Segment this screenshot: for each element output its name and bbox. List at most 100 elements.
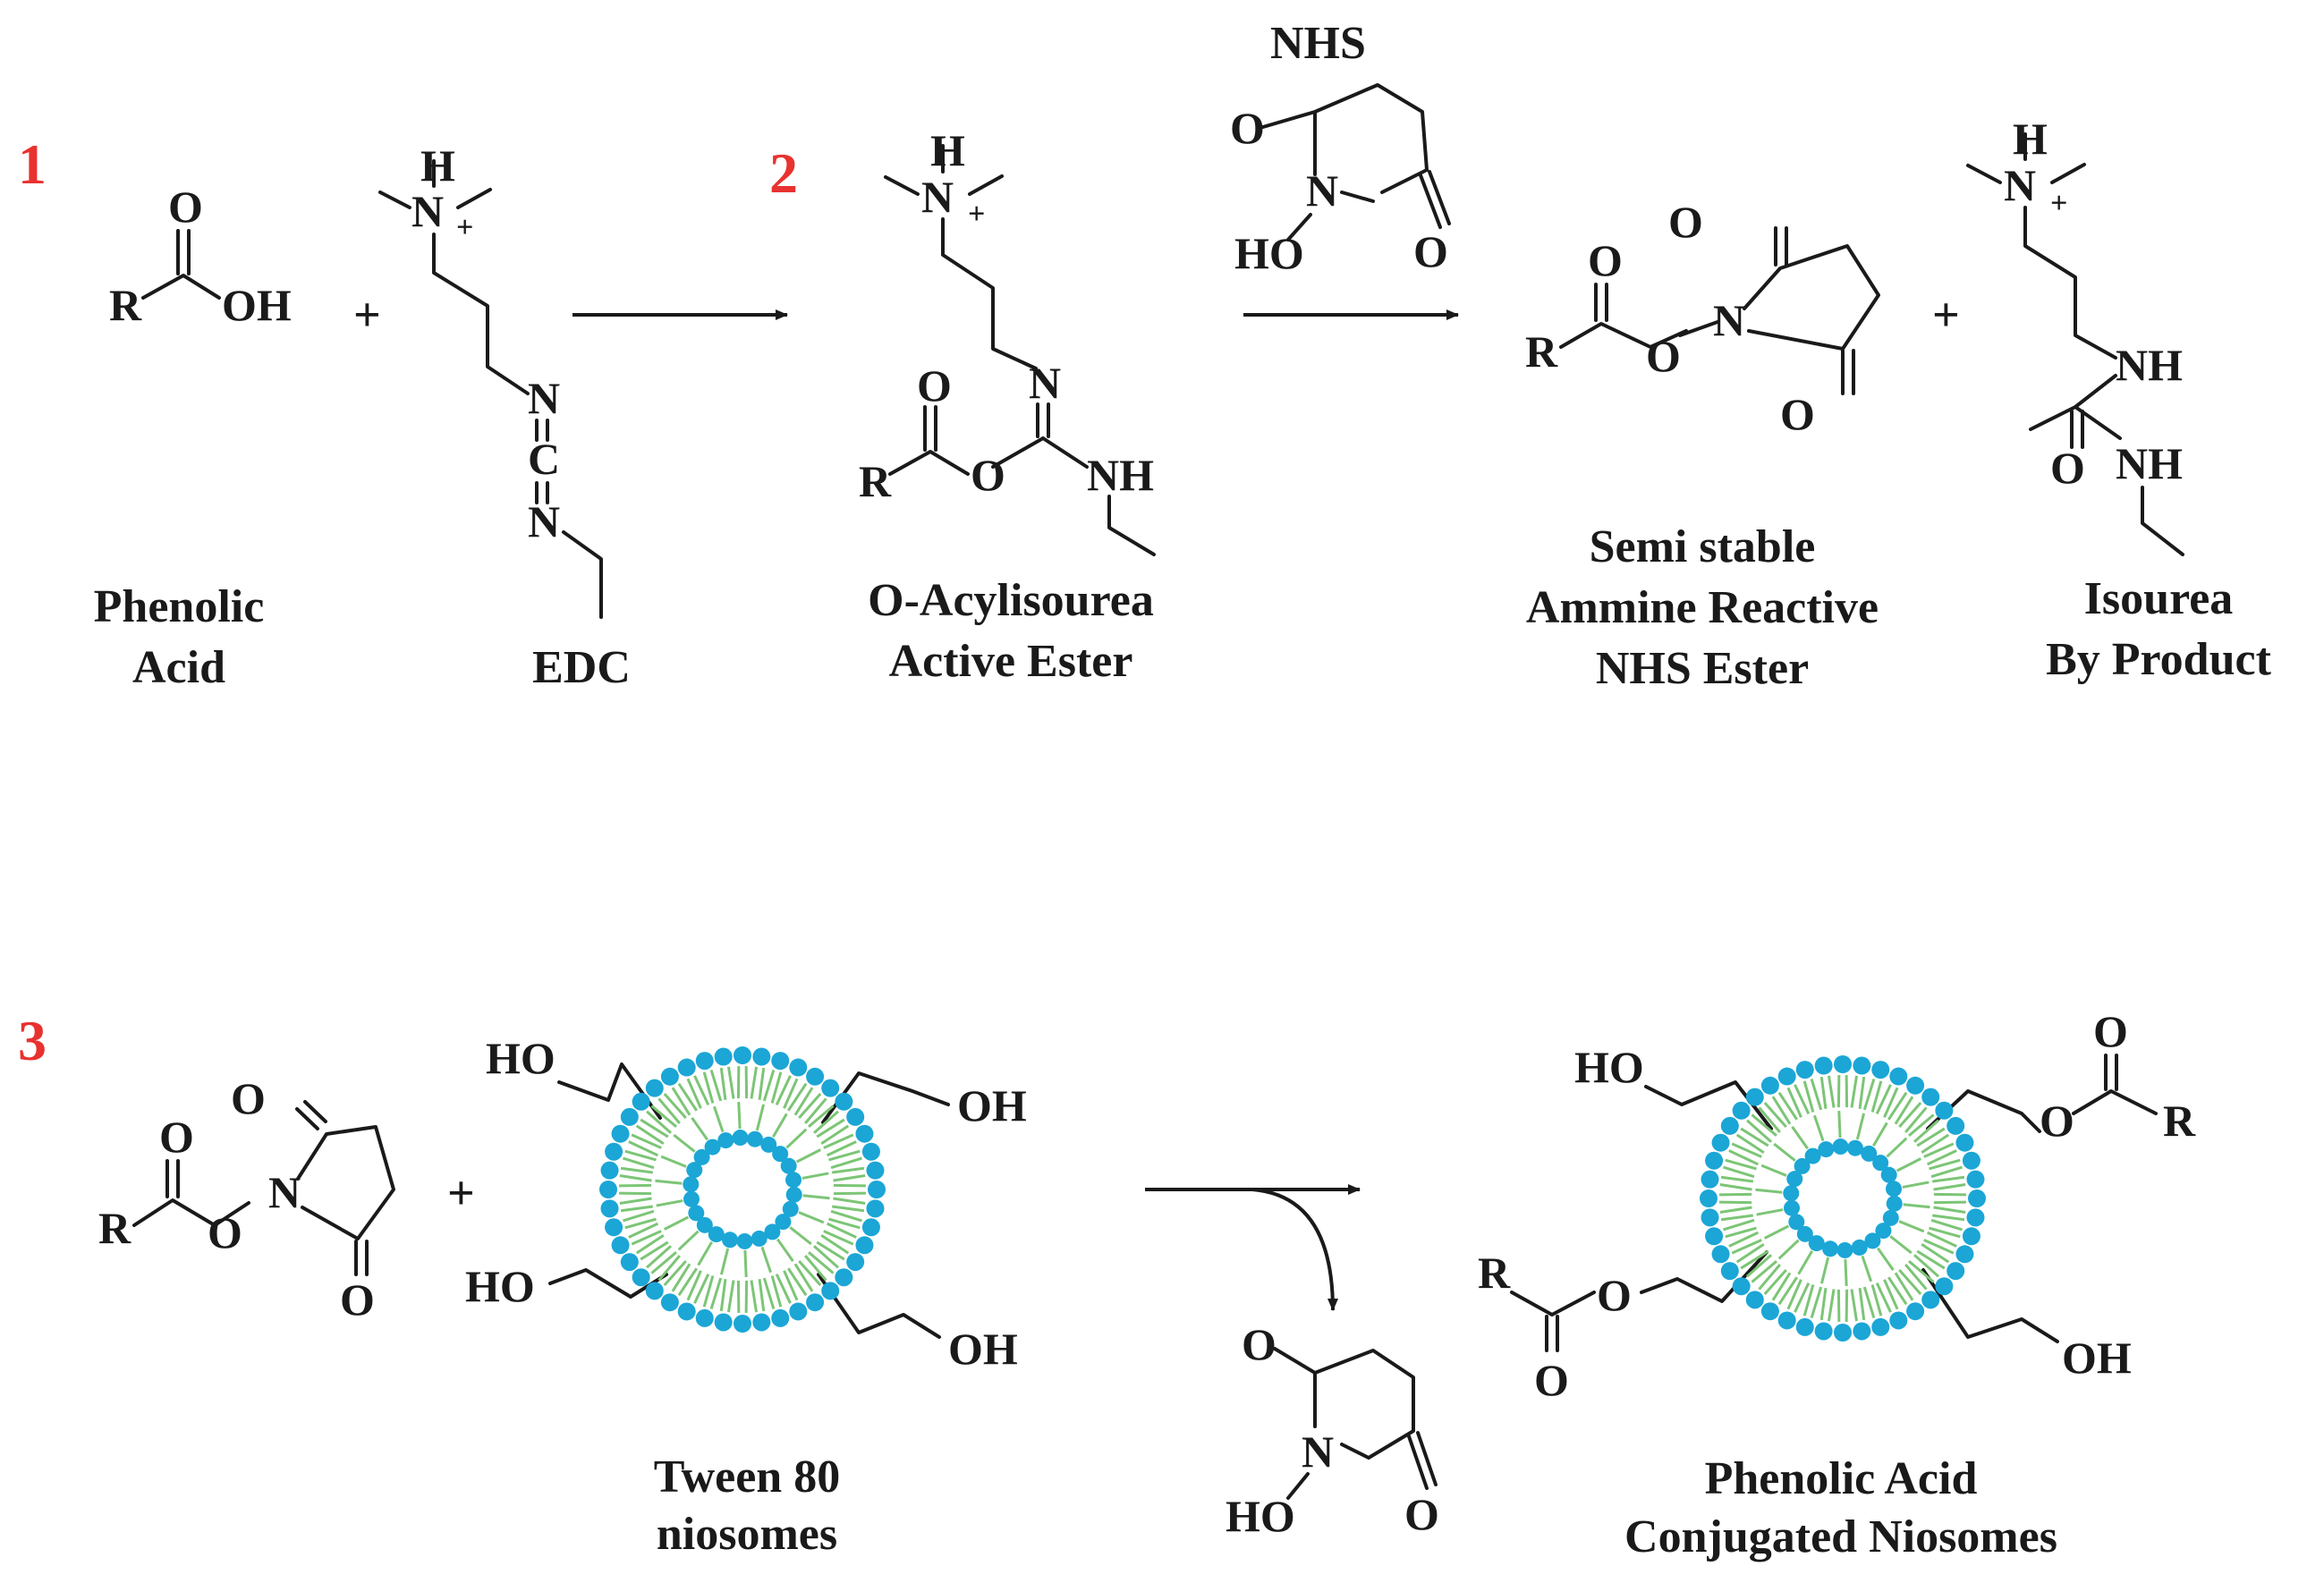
lipid-tail	[697, 1240, 714, 1266]
lipid-tail	[1794, 1282, 1811, 1313]
lipid-head	[695, 1308, 714, 1327]
lipid-head	[846, 1107, 865, 1126]
lipid-tail	[660, 1155, 687, 1168]
lipid-head	[677, 1302, 696, 1321]
lipid-tail	[650, 1251, 677, 1274]
lipid-tail	[1913, 1254, 1939, 1278]
lipid-tail	[702, 1275, 715, 1308]
lipid-tail	[1850, 1075, 1859, 1108]
lipid-head	[1872, 1155, 1889, 1172]
lipid-tail	[786, 1267, 808, 1297]
atom-r: R	[98, 1203, 131, 1253]
lipid-tail	[1870, 1284, 1883, 1316]
atom-nh: NH	[1087, 450, 1154, 500]
atom-oh: OH	[222, 280, 292, 330]
atom-o: O	[1646, 331, 1681, 381]
lipid-head	[714, 1047, 733, 1066]
lipid-tail	[823, 1230, 854, 1246]
lipid-head	[751, 1230, 768, 1247]
lipid-head	[1906, 1076, 1925, 1095]
atom-o: O	[159, 1112, 194, 1162]
lipid-tail	[628, 1140, 659, 1157]
atom-n: N	[2004, 160, 2036, 210]
lipid-tail	[1777, 1239, 1800, 1260]
tween-80-niosome: HO OH HO OH	[465, 1033, 1027, 1374]
lipid-tail	[786, 1082, 808, 1112]
lipid-tail	[1755, 1188, 1783, 1194]
lipid-head	[611, 1236, 630, 1255]
lipid-tail	[1887, 1091, 1908, 1121]
atom-n: N	[1306, 165, 1338, 216]
lipid-head	[1720, 1116, 1739, 1135]
lipid-tail	[1898, 1269, 1922, 1295]
lipid-head	[1853, 1322, 1871, 1341]
plus-sign: +	[1932, 288, 1960, 342]
lipid-head	[789, 1058, 808, 1077]
lipid-tail	[1802, 1080, 1815, 1113]
lipid-head	[1760, 1076, 1779, 1095]
lipid-tail	[1932, 1175, 1965, 1183]
label-conjugate-line: Conjugated Niosomes	[1624, 1511, 2057, 1562]
lipid-tail	[620, 1166, 653, 1174]
lipid-tail	[620, 1205, 653, 1213]
lipid-tail	[771, 1113, 788, 1139]
lipid-tail	[1871, 1122, 1888, 1147]
lipid-tail	[650, 1105, 677, 1128]
lipid-tail	[1773, 1142, 1796, 1162]
lipid-tail	[1819, 1288, 1828, 1321]
lipid-tail	[1930, 1218, 1963, 1232]
lipid-tail	[1719, 1182, 1752, 1191]
lipid-tail	[1725, 1226, 1757, 1239]
lipid-tail	[1827, 1075, 1836, 1108]
lipid-head	[1804, 1147, 1821, 1164]
lipid-head	[1886, 1181, 1903, 1198]
lipid-tail	[1923, 1142, 1955, 1158]
lipid-tail	[1751, 1260, 1777, 1283]
conjugated-niosome: HO O O R O O R OH	[1478, 1006, 2196, 1405]
lipid-tail	[1929, 1226, 1961, 1239]
lipid-tail	[673, 1133, 696, 1153]
atom-h: H	[2013, 114, 2048, 164]
lipid-tail	[677, 1082, 699, 1112]
reagent-label-nhs: NHS	[1270, 18, 1366, 69]
lipid-head	[736, 1232, 753, 1249]
atom-n: N	[921, 172, 954, 222]
lipid-head	[1720, 1262, 1739, 1281]
lipid-tail	[1886, 1137, 1908, 1158]
nhs-structure: O N O HO	[1230, 83, 1451, 278]
lipid-head	[1786, 1171, 1803, 1188]
nhs-ester-structure: O R O N O O	[1525, 197, 1880, 439]
lipid-tail	[1740, 1249, 1769, 1270]
lipid-head	[714, 1313, 733, 1332]
lipid-head	[1836, 1241, 1853, 1258]
lipid-tail	[760, 1246, 773, 1274]
atom-nh: NH	[2116, 438, 2183, 488]
lipid-head	[1882, 1209, 1899, 1226]
lipid-head	[605, 1218, 623, 1237]
lipid-head	[1947, 1262, 1965, 1281]
atom-o: O	[1588, 235, 1623, 285]
lipid-head	[1794, 1157, 1811, 1174]
lipid-head	[771, 1052, 790, 1071]
lipid-tail	[1898, 1102, 1922, 1128]
lipid-tail	[702, 1071, 715, 1104]
lipid-head	[1834, 1055, 1852, 1073]
lipid-tail	[1746, 1119, 1772, 1143]
lipid-tail	[808, 1251, 835, 1274]
lipid-tail	[1725, 1158, 1757, 1171]
lipid-tail	[1883, 1087, 1899, 1118]
lipid-tail	[719, 1248, 730, 1275]
lipid-tail	[1850, 1289, 1859, 1322]
lipid-tail	[798, 1211, 825, 1224]
lipid-tail	[1777, 1091, 1799, 1121]
lipid-head	[722, 1232, 739, 1249]
lipid-head	[600, 1161, 619, 1180]
lipid-head	[1846, 1139, 1863, 1156]
lipid-head	[1822, 1240, 1839, 1257]
lipid-tail	[798, 1093, 822, 1119]
atom-n: N	[1713, 295, 1745, 345]
lipid-tail	[686, 1078, 702, 1109]
lipid-head	[686, 1162, 703, 1179]
lipid-tail	[776, 1238, 794, 1262]
lipid-head	[704, 1139, 721, 1156]
